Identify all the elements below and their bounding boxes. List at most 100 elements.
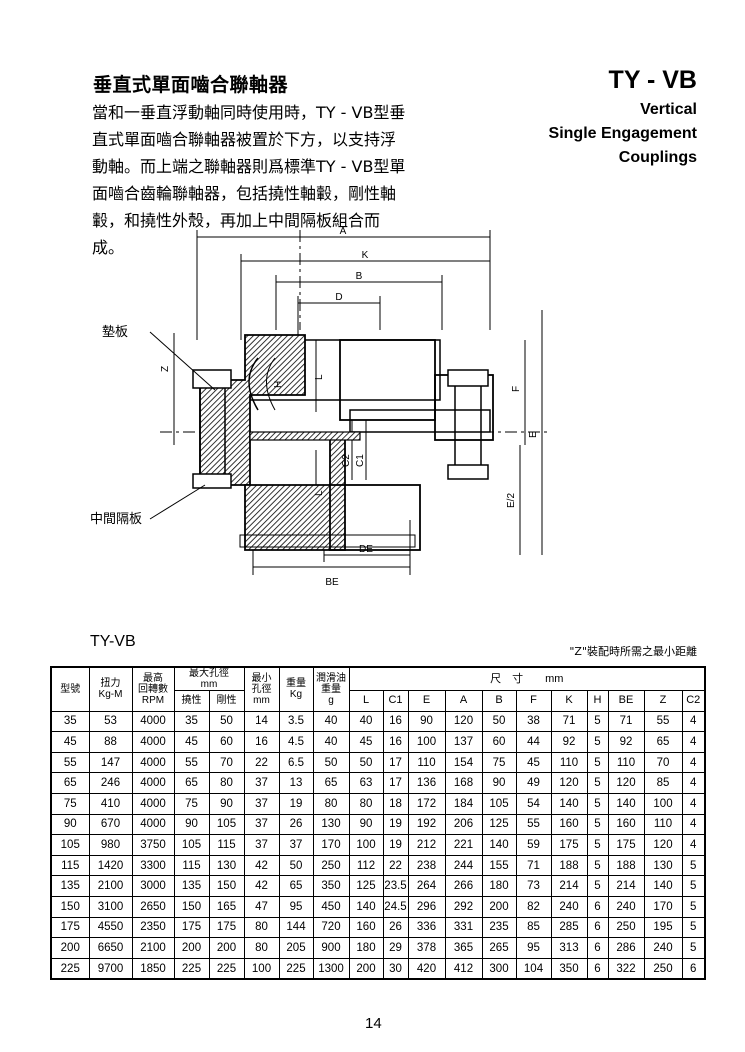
table-cell: 65 — [50, 772, 90, 794]
dim-label-B: B — [356, 271, 363, 282]
dim-label-C1: C1 — [355, 454, 366, 467]
table-cell: 105 — [208, 813, 245, 836]
table-cell: 60 — [481, 731, 517, 753]
table-cell: 16 — [243, 731, 280, 753]
table-cell: 85 — [515, 916, 552, 939]
table-cell: 65 — [173, 772, 210, 794]
table-cell: 45 — [173, 731, 210, 753]
table-cell: 160 — [550, 813, 588, 836]
table-cell: 22 — [382, 854, 409, 877]
table-cell: 170 — [643, 895, 683, 918]
table-cell: 160 — [607, 813, 645, 836]
table-cell: 53 — [88, 710, 133, 733]
table-cell: 90 — [173, 813, 210, 836]
table-cell: 47 — [243, 895, 280, 918]
table-cell: 50 — [278, 854, 314, 877]
table-cell: 172 — [407, 792, 446, 815]
table-cell: 45 — [348, 731, 384, 753]
table-code: TY-VB — [90, 633, 136, 650]
table-cell: 6 — [586, 916, 609, 939]
table-cell: 3000 — [131, 875, 175, 897]
table-cell: 154 — [444, 751, 483, 774]
dim-label-L-top: L — [314, 374, 325, 380]
table-cell: 184 — [444, 792, 483, 815]
table-cell: 75 — [50, 792, 90, 815]
table-cell: 4000 — [131, 751, 175, 774]
table-cell: 225 — [50, 957, 90, 980]
table-cell: 5 — [681, 854, 706, 877]
table-cell: 22 — [243, 751, 280, 774]
table-cell: 225 — [278, 957, 314, 980]
table-cell: 378 — [407, 937, 446, 959]
table-cell: 80 — [312, 792, 350, 815]
table-cell: 180 — [481, 875, 517, 897]
table-cell: 3100 — [88, 895, 133, 918]
description-line: 動軸。而上端之聯軸器則爲標準TY - VB型單 — [92, 157, 406, 176]
table-cell: 95 — [278, 895, 314, 918]
dim-label-L-bottom: L — [314, 490, 325, 496]
table-cell: 168 — [444, 772, 483, 794]
table-cell: 110 — [407, 751, 446, 774]
table-cell: 5 — [586, 731, 609, 753]
table-cell: 140 — [643, 875, 683, 897]
table-cell: 200 — [50, 937, 90, 959]
header-rigid: 剛性 — [208, 690, 245, 712]
table-cell: 175 — [208, 916, 245, 939]
table-cell: 250 — [643, 957, 683, 980]
table-cell: 65 — [312, 772, 350, 794]
dim-label-BE: BE — [325, 577, 339, 588]
table-cell: 130 — [208, 854, 245, 877]
description-line: 成。 — [92, 238, 125, 257]
table-cell: 37 — [243, 834, 280, 856]
table-cell: 1850 — [131, 957, 175, 980]
table-cell: 40 — [312, 731, 350, 753]
table-cell: 110 — [607, 751, 645, 774]
table-cell: 265 — [481, 937, 517, 959]
table-cell: 350 — [312, 875, 350, 897]
table-cell: 206 — [444, 813, 483, 836]
table-cell: 147 — [88, 751, 133, 774]
description-line: 轂，和撓性外殼，再加上中間隔板組合而 — [92, 211, 381, 230]
table-cell: 105 — [50, 834, 90, 856]
table-cell: 365 — [444, 937, 483, 959]
table-cell: 130 — [643, 854, 683, 877]
table-cell: 120 — [550, 772, 588, 794]
table-cell: 5 — [681, 875, 706, 897]
table-cell: 670 — [88, 813, 133, 836]
table-cell: 250 — [312, 854, 350, 877]
table-cell: 246 — [88, 772, 133, 794]
header-dim-col: BE — [607, 690, 645, 712]
table-cell: 412 — [444, 957, 483, 980]
table-cell: 135 — [173, 875, 210, 897]
dim-label-E-half: E/2 — [506, 493, 517, 508]
table-cell: 120 — [643, 834, 683, 856]
table-cell: 30 — [382, 957, 409, 980]
table-cell: 16 — [382, 710, 409, 733]
table-cell: 90 — [407, 710, 446, 733]
table-cell: 4 — [681, 710, 706, 733]
table-cell: 5 — [586, 834, 609, 856]
table-cell: 240 — [607, 895, 645, 918]
table-cell: 331 — [444, 916, 483, 939]
table-cell: 2100 — [131, 937, 175, 959]
table-cell: 4000 — [131, 792, 175, 815]
table-cell: 5 — [586, 772, 609, 794]
table-cell: 105 — [173, 834, 210, 856]
dim-label-F: F — [511, 386, 522, 392]
header-dim-col: K — [550, 690, 588, 712]
table-cell: 17 — [382, 772, 409, 794]
table-cell: 37 — [278, 834, 314, 856]
table-cell: 71 — [550, 710, 588, 733]
table-cell: 250 — [607, 916, 645, 939]
table-cell: 90 — [481, 772, 517, 794]
table-cell: 720 — [312, 916, 350, 939]
table-cell: 120 — [607, 772, 645, 794]
table-cell: 55 — [50, 751, 90, 774]
